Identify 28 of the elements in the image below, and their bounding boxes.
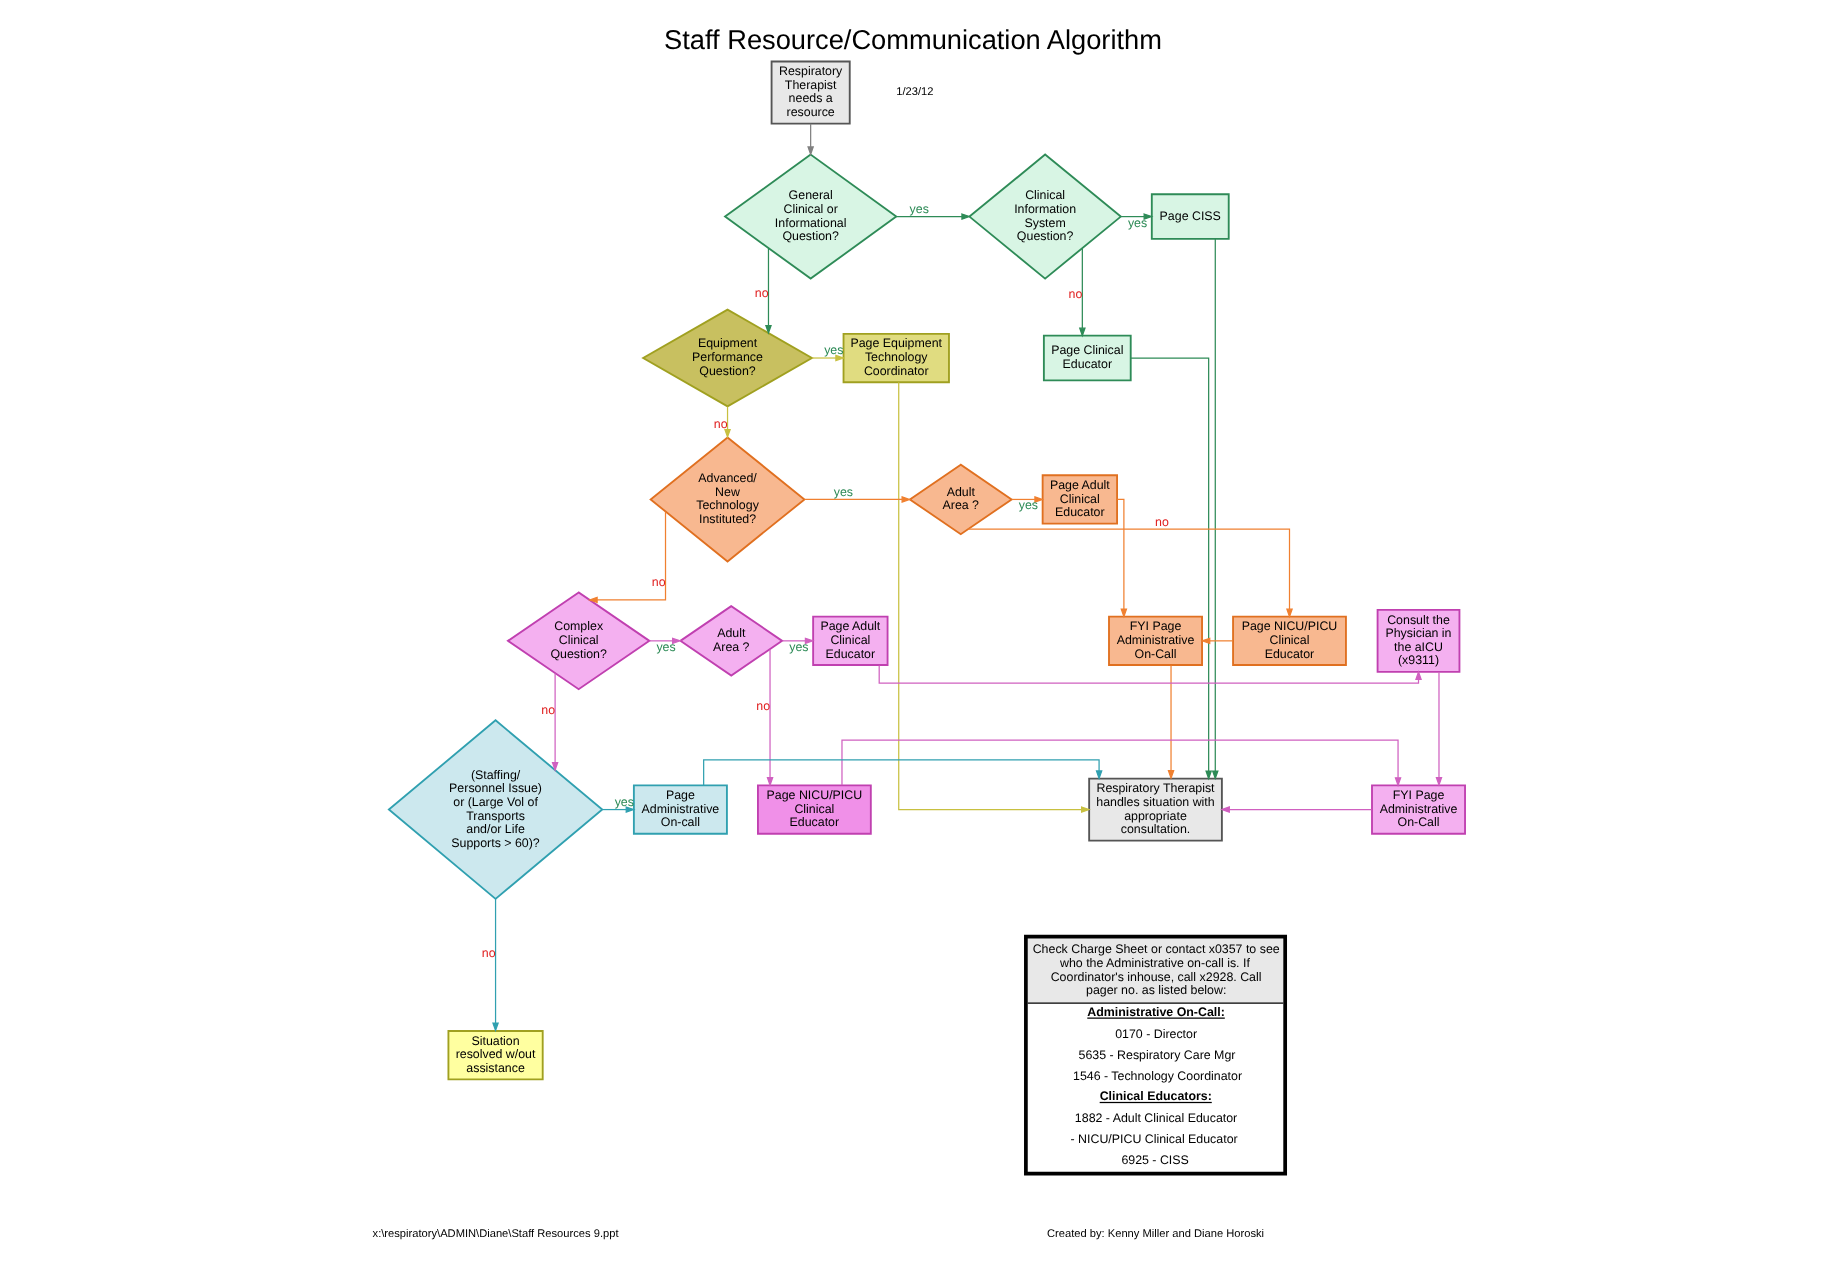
- arrow: [811, 354, 846, 362]
- arrow: [649, 637, 682, 645]
- arrow: [587, 511, 667, 604]
- arrow: [1130, 357, 1213, 781]
- arrow: [841, 739, 1402, 788]
- arrow: [1435, 671, 1443, 787]
- arrow: [601, 806, 636, 814]
- arrow: [803, 495, 912, 503]
- arrow: [807, 123, 815, 157]
- arrow: [765, 247, 772, 335]
- arrow: [878, 664, 1422, 684]
- arrow: [1120, 213, 1154, 221]
- arrow: [1220, 806, 1373, 814]
- arrow: [895, 213, 972, 221]
- arrow: [492, 898, 500, 1033]
- arrow: [1116, 498, 1128, 619]
- arrow: [781, 637, 815, 645]
- arrow: [1167, 664, 1175, 780]
- arrow: [1200, 637, 1234, 645]
- arrow: [551, 672, 559, 772]
- arrow: [898, 381, 1091, 814]
- arrow: [724, 406, 732, 439]
- arrow: [1011, 495, 1045, 503]
- arrow: [1078, 247, 1086, 338]
- diagram-title: Staff Resource/Communication Algorithm: [664, 24, 1162, 55]
- arrow: [1211, 238, 1219, 781]
- arrow: [766, 648, 774, 788]
- arrow: [967, 528, 1293, 619]
